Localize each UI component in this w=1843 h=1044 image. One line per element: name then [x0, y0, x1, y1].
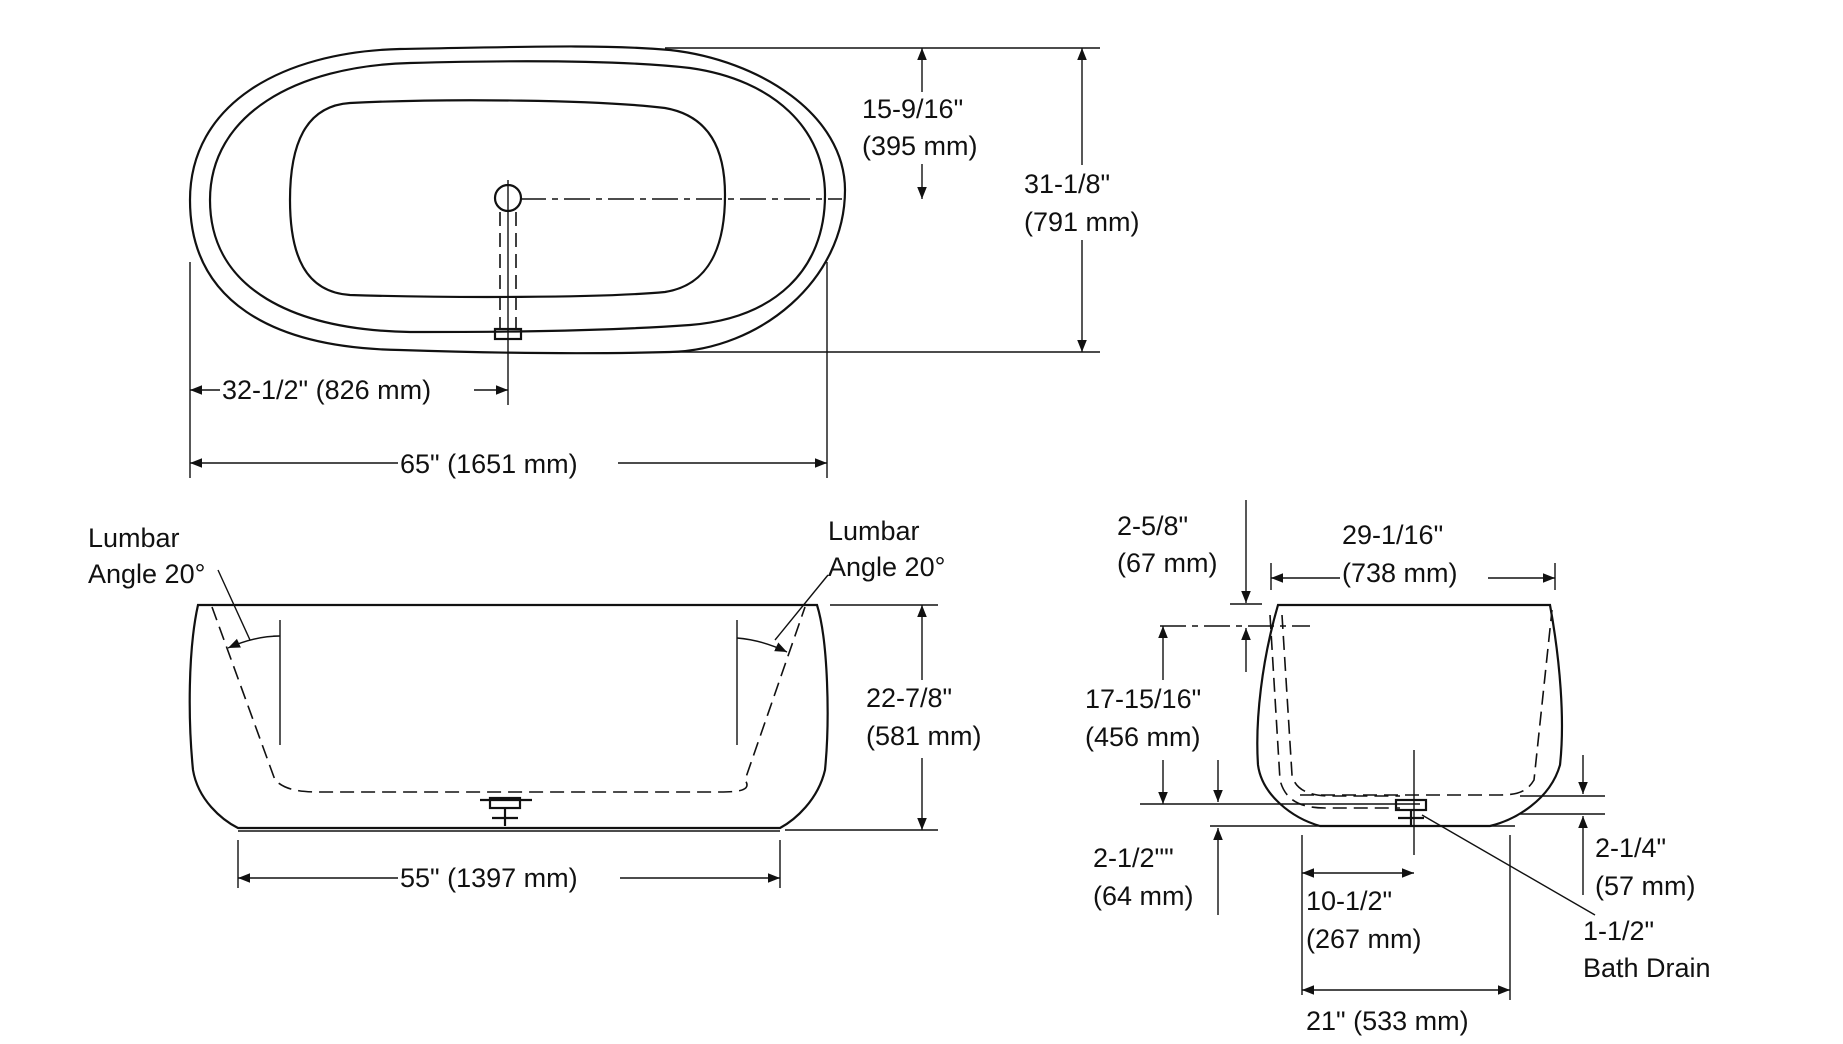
lumbar-leader-left: [217, 569, 251, 641]
end-view: 2-5/8" (67 mm) 29-1/16" (738 mm) 17-15/1…: [1085, 500, 1711, 1036]
dim-width-line1: 31-1/8": [1024, 169, 1110, 199]
lumbar-arc-right: [736, 637, 788, 653]
dim-base-height-line2: (57 mm): [1595, 871, 1696, 901]
side-view: Lumbar Angle 20° Lumbar Angle 20° 22-7/8…: [88, 516, 1012, 894]
lumbar-arc-left: [227, 635, 281, 649]
drain-label-line2: Bath Drain: [1583, 953, 1711, 983]
dim-height-line2: (581 mm): [866, 721, 982, 751]
side-tub-outline: [188, 603, 829, 830]
drain-label-line1: 1-1/2": [1583, 916, 1654, 946]
end-interior-dashed-outer: [1269, 614, 1400, 809]
dim-top-width-line1: 29-1/16": [1342, 520, 1443, 550]
end-interior-dashed-bottom: [1300, 609, 1553, 796]
dim-rim-line1: 2-5/8": [1117, 511, 1188, 541]
lumbar-leader-right: [774, 574, 829, 641]
dim-rim-line2: (67 mm): [1117, 548, 1218, 578]
dim-top-width-line2: (738 mm): [1342, 558, 1458, 588]
end-drain-body: [1394, 798, 1428, 812]
tub-inner-rim: [208, 60, 827, 334]
dim-depth-line1: 17-15/16": [1085, 684, 1201, 714]
lumbar-right-line1: Lumbar: [828, 516, 920, 546]
dim-height-line1: 22-7/8": [866, 683, 952, 713]
lumbar-right-line2: Angle 20°: [828, 552, 945, 582]
dim-center-half-line1: 15-9/16": [862, 94, 963, 124]
dim-base-length: 55" (1397 mm): [400, 863, 578, 893]
dim-base-height-line1: 2-1/4": [1595, 833, 1666, 863]
top-view: 15-9/16" (395 mm) 31-1/8" (791 mm) 32-1/…: [188, 45, 1170, 480]
dim-floor-line2: (64 mm): [1093, 881, 1194, 911]
lumbar-left-line1: Lumbar: [88, 523, 180, 553]
dim-floor-line1: 2-1/2"": [1093, 843, 1174, 873]
dim-width-line2: (791 mm): [1024, 207, 1140, 237]
drain-leader: [1421, 814, 1596, 916]
side-interior-dashed: [211, 606, 806, 793]
dim-length: 65" (1651 mm): [400, 449, 578, 479]
tub-outer-rim: [188, 45, 847, 355]
end-interior-dashed-inner: [1281, 614, 1400, 797]
dim-drain-offset: 32-1/2" (826 mm): [222, 375, 431, 405]
tub-basin: [288, 99, 727, 299]
dim-center-half-line2: (395 mm): [862, 131, 978, 161]
lumbar-left-line2: Angle 20°: [88, 559, 205, 589]
dim-drain-center-line2: (267 mm): [1306, 924, 1422, 954]
dim-depth-line2: (456 mm): [1085, 722, 1201, 752]
dim-base-width: 21" (533 mm): [1306, 1006, 1469, 1036]
dim-drain-center-line1: 10-1/2": [1306, 886, 1392, 916]
